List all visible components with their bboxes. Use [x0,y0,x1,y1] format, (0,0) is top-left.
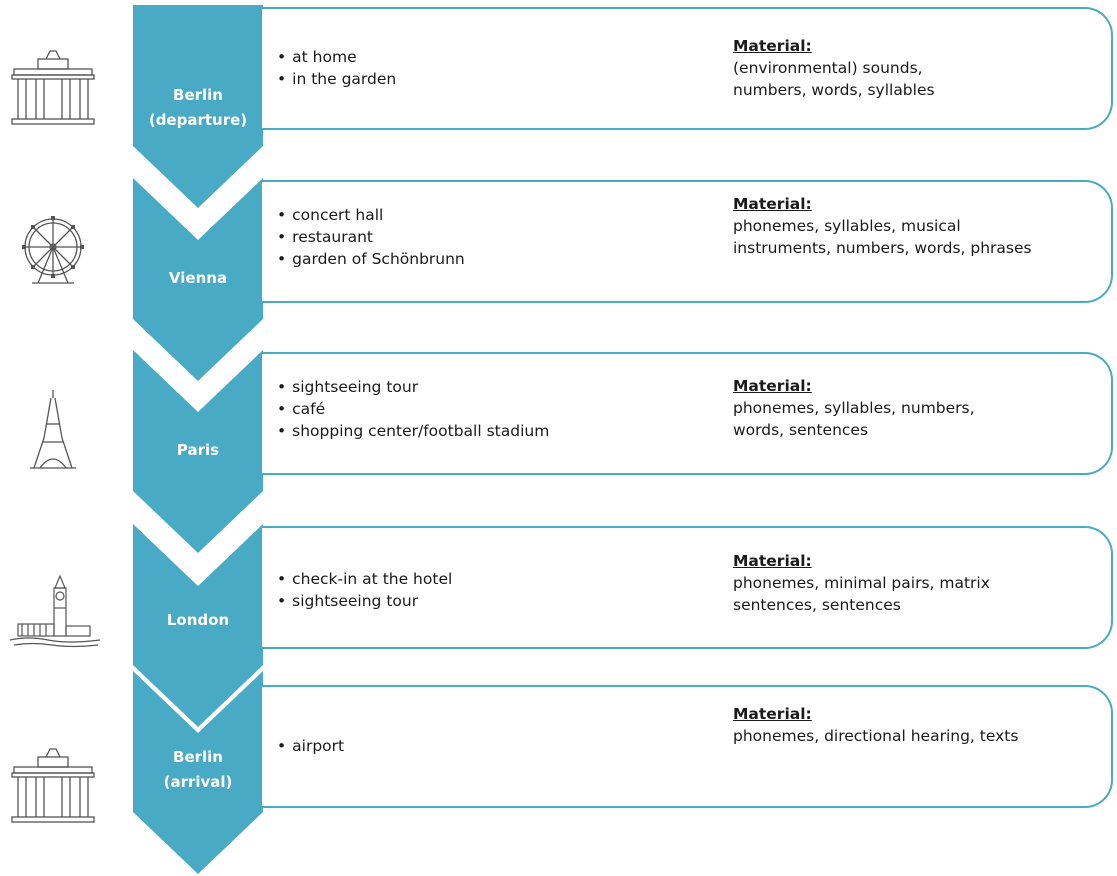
stage-box [262,7,1113,130]
material-line: numbers, words, syllables [733,81,935,99]
stage-paris: Paris sightseeing tour café shopping cen… [0,350,1117,525]
city-label: Vienna [133,266,263,291]
material-title: Material: [733,377,812,395]
city-label: London [133,608,263,633]
material-block: Material: phonemes, syllables, numbers, … [733,375,1108,441]
material-line: phonemes, syllables, numbers, [733,399,975,417]
city-subtitle: (arrival) [163,773,233,791]
list-item: café [277,398,549,420]
city-name: London [166,611,230,629]
list-item: restaurant [277,226,465,248]
material-title: Material: [733,195,812,213]
material-title: Material: [733,37,812,55]
chevron-berlin-departure [133,5,263,208]
material-title: Material: [733,705,812,723]
list-item: in the garden [277,68,396,90]
list-item: concert hall [277,204,465,226]
list-item: sightseeing tour [277,590,452,612]
city-label: Berlin (arrival) [133,745,263,795]
chevron-paris [133,350,263,553]
material-line: words, sentences [733,421,869,439]
places-list: check-in at the hotel sightseeing tour [277,568,452,612]
big-ben-icon [9,574,101,648]
city-label: Paris [133,438,263,463]
city-subtitle: (departure) [148,111,248,129]
city-name: Vienna [168,269,228,287]
list-item: shopping center/football stadium [277,420,549,442]
places-list: at home in the garden [277,46,396,90]
places-list: concert hall restaurant garden of Schönb… [277,204,465,270]
places-list: airport [277,735,344,757]
material-line: sentences, sentences [733,596,901,614]
city-label: Berlin (departure) [133,83,263,133]
material-block: Material: phonemes, syllables, musical i… [733,193,1108,259]
chevron-london [133,524,263,727]
material-title: Material: [733,552,812,570]
material-line: instruments, numbers, words, phrases [733,239,1032,257]
material-block: Material: phonemes, directional hearing,… [733,703,1108,747]
stage-vienna: Vienna concert hall restaurant garden of… [0,178,1117,353]
material-line: (environmental) sounds, [733,59,923,77]
material-block: Material: (environmental) sounds, number… [733,35,1108,101]
material-line: phonemes, minimal pairs, matrix [733,574,990,592]
places-list: sightseeing tour café shopping center/fo… [277,376,549,442]
material-line: phonemes, directional hearing, texts [733,727,1019,745]
material-block: Material: phonemes, minimal pairs, matri… [733,550,1108,616]
brandenburg-gate-icon [11,748,95,823]
ferris-wheel-icon [22,216,84,284]
list-item: at home [277,46,396,68]
stage-berlin-departure: Berlin (departure) at home in the garden… [0,5,1117,180]
list-item: sightseeing tour [277,376,549,398]
city-name: Berlin [173,748,223,766]
list-item: garden of Schönbrunn [277,248,465,270]
list-item: check-in at the hotel [277,568,452,590]
list-item: airport [277,735,344,757]
chevron-vienna [133,178,263,381]
city-name: Berlin [173,86,223,104]
brandenburg-gate-icon [11,50,95,125]
stage-berlin-arrival: Berlin (arrival) airport Material: phone… [0,683,1117,858]
city-name: Paris [176,441,220,459]
eiffel-tower-icon [30,390,76,469]
material-line: phonemes, syllables, musical [733,217,961,235]
stage-box [262,685,1113,808]
stage-london: London check-in at the hotel sightseeing… [0,524,1117,699]
chevron-berlin-arrival [133,671,263,874]
